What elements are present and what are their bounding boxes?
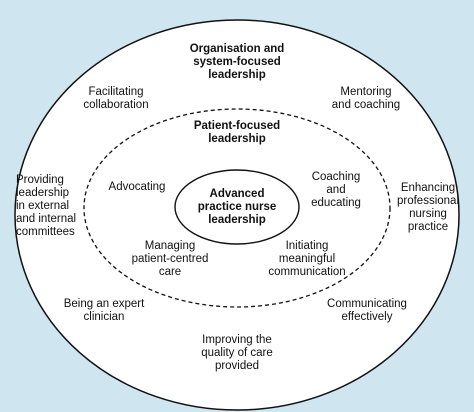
outer-item-facilitating-collaboration: Facilitating collaboration xyxy=(83,86,149,111)
middle-item-managing-care: Managing patient-centred care xyxy=(131,240,209,278)
middle-item-coaching-educating: Coaching and educating xyxy=(311,171,361,209)
center-circle xyxy=(174,169,300,245)
outer-item-improving-quality: Improving the quality of care provided xyxy=(201,334,273,372)
middle-dashed-circle xyxy=(83,108,391,308)
outer-item-enhancing-practice: Enhancing professional nursing practice xyxy=(396,182,459,233)
center-title: Advanced practice nurse leadership xyxy=(197,188,277,226)
outer-item-expert-clinician: Being an expert clinician xyxy=(63,298,145,323)
middle-title: Patient-focused leadership xyxy=(193,120,281,145)
middle-item-initiating-communication: Initiating meaningful communication xyxy=(268,240,346,278)
outer-item-communicating-effectively: Communicating effectively xyxy=(327,298,407,323)
outer-title: Organisation and system-focused leadersh… xyxy=(189,43,285,81)
outer-item-providing-leadership: Providing leadership in external and int… xyxy=(16,174,77,238)
outer-item-mentoring-coaching: Mentoring and coaching xyxy=(331,86,401,111)
middle-item-advocating: Advocating xyxy=(108,181,166,193)
